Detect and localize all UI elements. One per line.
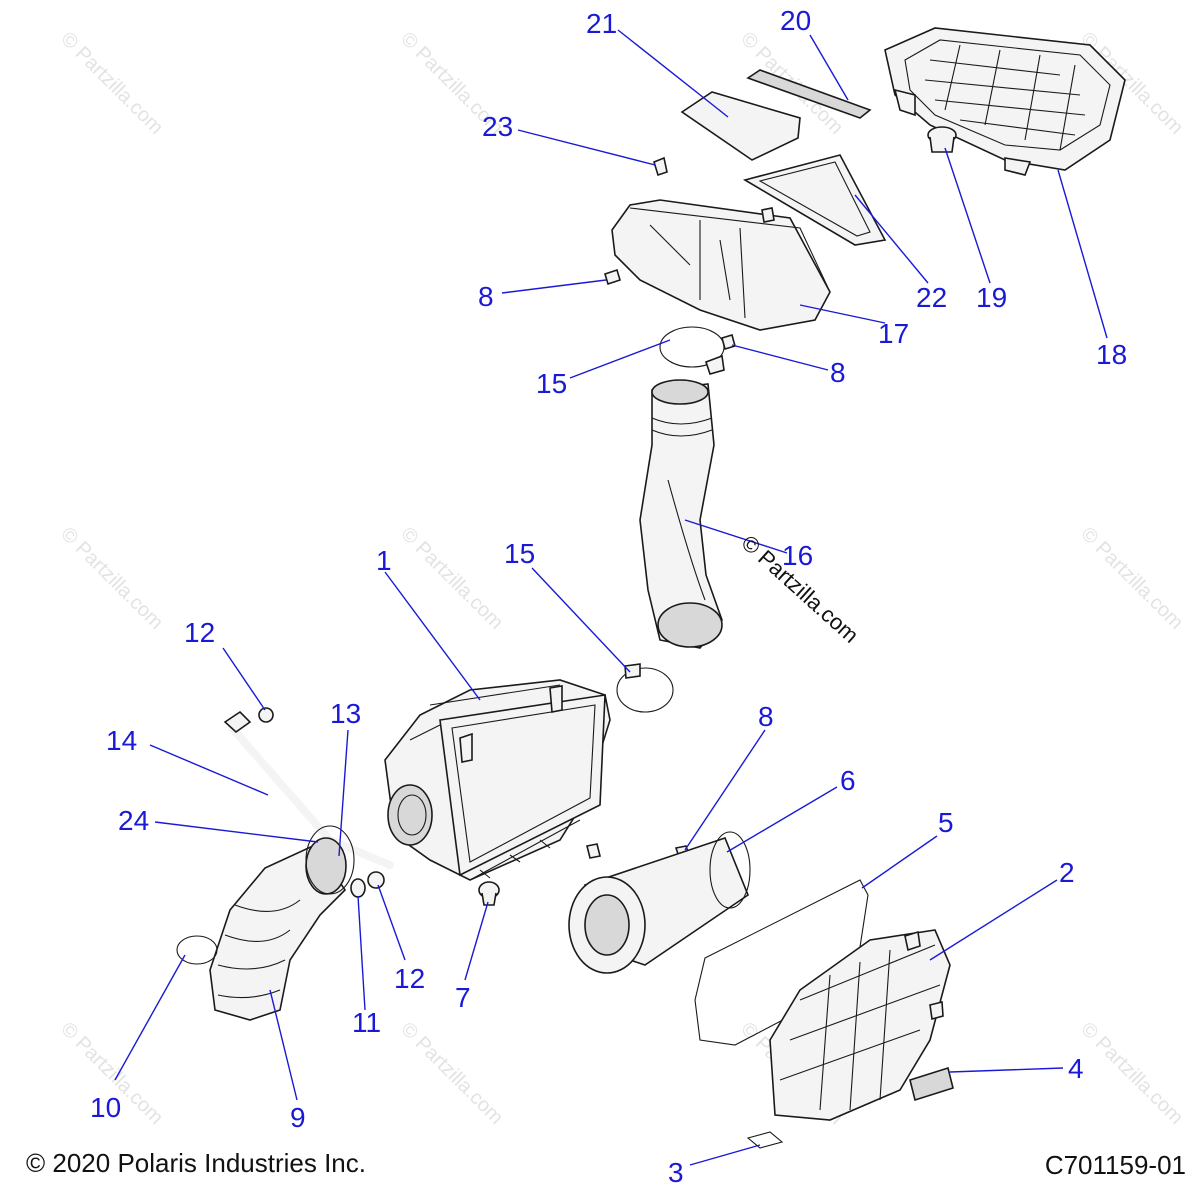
leader-line (944, 147, 991, 284)
callout-label: 8 (830, 357, 846, 388)
callout-label: 11 (352, 1007, 381, 1038)
callout-label: 8 (478, 281, 494, 312)
leader-line (377, 884, 406, 961)
leader-line (517, 129, 656, 166)
callout-label: 12 (394, 963, 425, 994)
hose-clamp-small (367, 871, 385, 889)
watermark: © Partzilla.com (56, 28, 167, 139)
callout-label: 1 (376, 545, 392, 576)
seal-strip (746, 69, 872, 119)
figure-id: C701159-01 (1045, 1150, 1186, 1180)
leader-line (617, 29, 729, 118)
leader-line (531, 567, 631, 673)
leader-line (809, 34, 849, 101)
airbox-cover (769, 929, 951, 1121)
leader-line (799, 304, 886, 324)
filter-element (568, 831, 751, 974)
leader-line (222, 647, 266, 711)
foam-pad (680, 91, 801, 161)
hose-clamp (616, 663, 674, 713)
leader-line (689, 1144, 761, 1166)
intake-tube (639, 379, 723, 649)
hose-clamp-small (258, 707, 274, 723)
callout-label: 16 (782, 540, 813, 571)
copyright-text: © 2020 Polaris Industries Inc. (26, 1148, 366, 1178)
callout-label: 18 (1096, 339, 1127, 370)
gasket-frame (742, 154, 887, 246)
inlet-grommet (350, 878, 366, 898)
leader-line (338, 729, 349, 857)
leader-line (384, 571, 481, 701)
leader-line (929, 879, 1058, 961)
leader-line (726, 786, 838, 853)
leader-line (684, 519, 788, 554)
upper-duct (611, 199, 831, 331)
breather-hose (223, 710, 394, 869)
retaining-clip (746, 1131, 784, 1149)
hose-clamp (659, 326, 725, 375)
leader-line (357, 895, 366, 1011)
callout-label: 13 (330, 698, 361, 729)
airbox (384, 679, 611, 881)
boot-clamp-lower (176, 935, 218, 965)
grommet (927, 126, 957, 153)
watermark: © Partzilla.com (396, 1018, 507, 1129)
callout-label: 21 (586, 8, 617, 39)
callout-label: 14 (106, 725, 137, 756)
inlet-boot (209, 837, 347, 1021)
callout-label: 17 (878, 318, 909, 349)
callout-label: 15 (504, 538, 535, 569)
warning-label (909, 1066, 954, 1102)
callout-label: 23 (482, 111, 513, 142)
leader-line (569, 339, 671, 379)
watermark: © Partzilla.com (1076, 523, 1187, 634)
leader-line (154, 821, 319, 843)
callout-label: 4 (1068, 1053, 1084, 1084)
callout-label: 20 (780, 5, 811, 36)
intake-grille (884, 27, 1126, 176)
callout-labels: 1 2 3 4 5 6 7 8 8 8 8 9 10 11 12 12 13 1… (90, 5, 1127, 1188)
bolt (586, 843, 601, 859)
callout-label: 9 (290, 1102, 306, 1133)
callout-label: 7 (455, 982, 471, 1013)
leader-line (949, 1067, 1064, 1073)
watermark: © Partzilla.com (56, 523, 167, 634)
watermark: © Partzilla.com (396, 523, 507, 634)
watermark: © Partzilla.com (1076, 1018, 1187, 1129)
leader-line (731, 344, 829, 371)
callout-label: 5 (938, 807, 954, 838)
callout-label: 15 (536, 368, 567, 399)
leader-line (149, 744, 269, 796)
leader-line (464, 901, 489, 981)
leader-lines (114, 29, 1108, 1166)
leader-line (861, 835, 938, 889)
leader-line (1057, 169, 1108, 339)
leader-line (854, 194, 929, 284)
leader-line (501, 279, 607, 294)
callout-label: 2 (1059, 857, 1075, 888)
callout-label: 8 (758, 701, 774, 732)
leader-line (269, 989, 298, 1101)
callout-label: 3 (668, 1157, 684, 1188)
callout-label: 19 (976, 282, 1007, 313)
callout-label: 22 (916, 282, 947, 313)
boot-clamp (305, 825, 355, 895)
leader-line (114, 954, 186, 1081)
callout-label: 24 (118, 805, 149, 836)
callout-label: 10 (90, 1092, 121, 1123)
push-rivet (653, 156, 668, 177)
drain-valve (478, 881, 500, 906)
callout-label: 6 (840, 765, 856, 796)
leader-line (684, 729, 766, 851)
bolt (604, 268, 621, 286)
callout-label: 12 (184, 617, 215, 648)
